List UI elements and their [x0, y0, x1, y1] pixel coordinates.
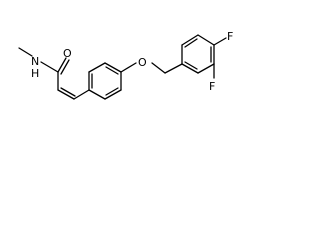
- bond-alkene-double-a: [57, 89, 75, 100]
- molecule-drawing: N H O O F F: [18, 30, 233, 100]
- bond-carbonyl-double-a: [57, 57, 67, 73]
- difluorophenyl-ring: [181, 34, 215, 74]
- bond-alkene-double-b: [60, 87, 76, 97]
- bond-carbonyl-double-b: [60, 59, 70, 75]
- bond-nitrogen-carbonyl: [40, 61, 59, 73]
- structure-diagram: N H O O F F: [0, 0, 281, 127]
- bond-ring-ether-oxygen: [120, 62, 137, 73]
- fluorine-bottom-label: F: [209, 80, 215, 93]
- fluorine-top-label: F: [227, 30, 233, 43]
- bond-alkene-ring: [73, 89, 90, 100]
- bond-methyl-nitrogen: [18, 47, 33, 57]
- central-benzene-ring: [88, 62, 122, 100]
- bond-ch2-ring: [164, 63, 183, 74]
- bond-ether-oxygen-ch2: [151, 62, 166, 74]
- nitrogen-label: N: [31, 55, 39, 68]
- ether-oxygen-label: O: [138, 56, 147, 69]
- bond-ring-fluorine-top: [213, 37, 227, 46]
- carbonyl-oxygen-label: O: [63, 47, 72, 60]
- hydrogen-label: H: [31, 67, 39, 80]
